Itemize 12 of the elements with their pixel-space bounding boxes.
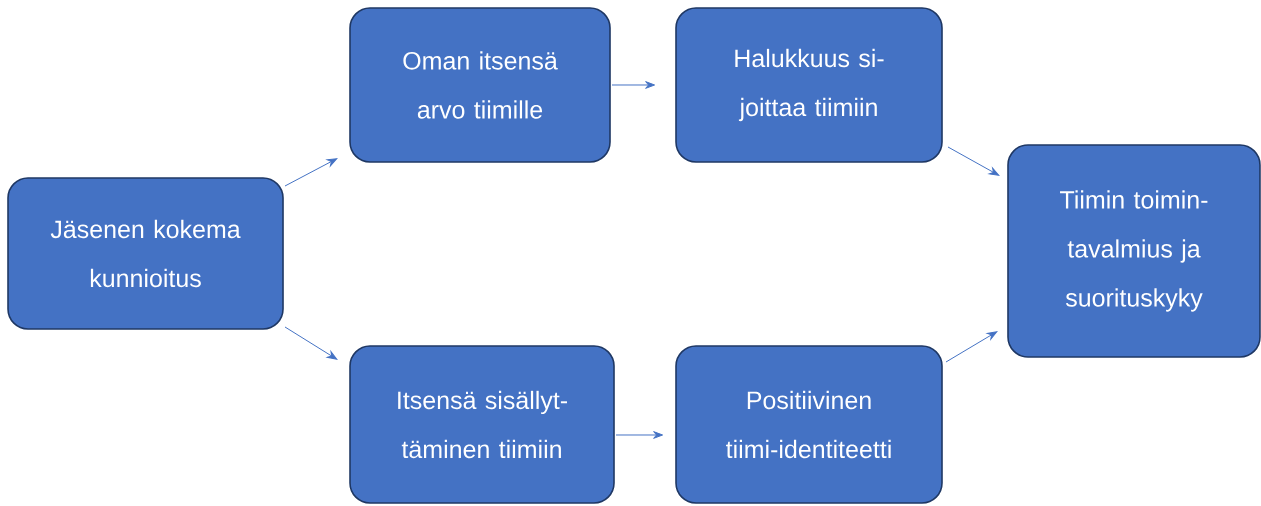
process-box: Jäsenen kokema kunnioitus: [7, 177, 284, 330]
arrow: [284, 326, 338, 360]
process-box: Positiivinen tiimi-identiteetti: [675, 345, 943, 504]
process-box: Tiimin toimin- tavalmius ja suorituskyky: [1007, 144, 1261, 358]
arrow: [615, 431, 664, 439]
process-box: Halukkuus si- joittaa tiimiin: [675, 7, 943, 163]
arrow: [611, 81, 656, 89]
process-box: Oman itsensä arvo tiimille: [349, 7, 611, 163]
arrow: [945, 331, 998, 363]
arrow: [947, 146, 1000, 176]
arrow: [284, 158, 338, 187]
process-box: Itsensä sisällyt- täminen tiimiin: [349, 345, 615, 504]
